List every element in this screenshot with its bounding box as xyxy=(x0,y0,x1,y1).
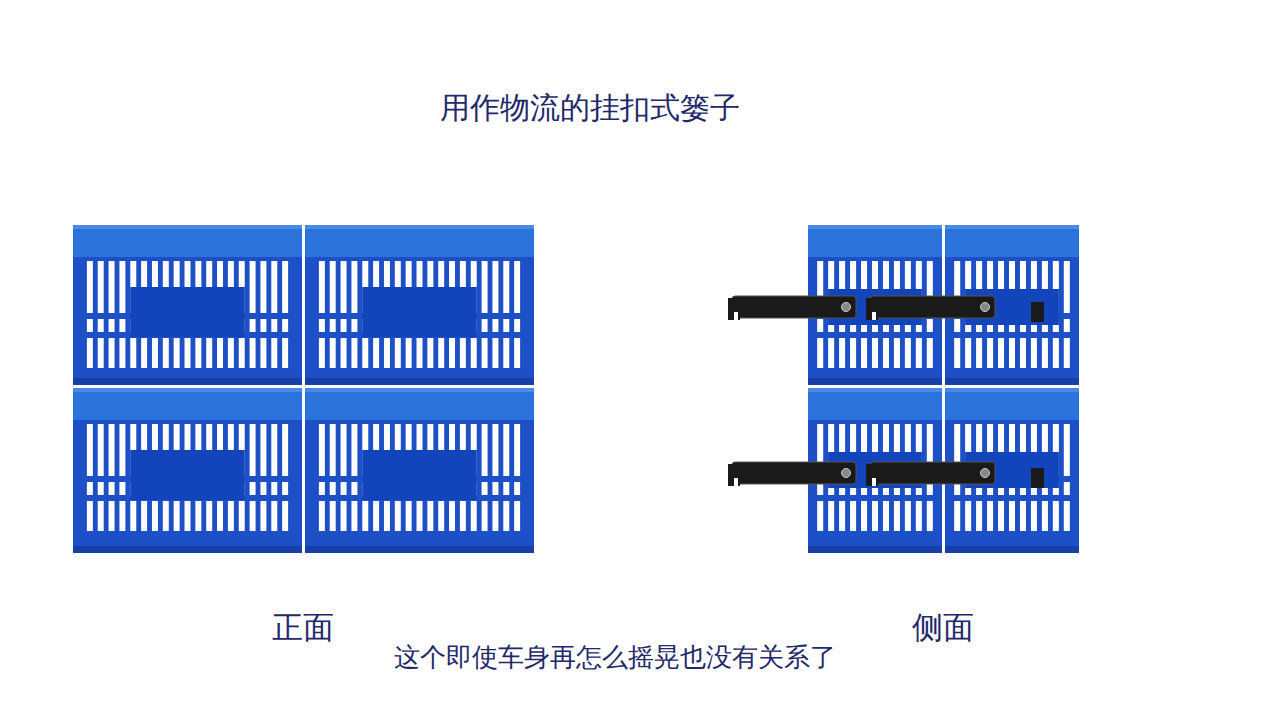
view-label: 正面 xyxy=(272,609,334,646)
view-label: 侧面 xyxy=(912,609,974,646)
latch-catch xyxy=(1031,302,1044,322)
title: 用作物流的挂扣式篓子 xyxy=(440,90,740,126)
crate xyxy=(73,225,302,385)
caption: 这个即使车身再怎么摇晃也没有关系了 xyxy=(394,642,836,673)
latch-bar xyxy=(866,462,995,486)
crate xyxy=(305,388,534,553)
crate xyxy=(73,388,302,553)
latch-bar xyxy=(728,296,856,320)
latch-bar xyxy=(728,462,856,486)
crate xyxy=(305,225,534,385)
latch-bar xyxy=(866,296,995,320)
latch-catch xyxy=(1031,468,1044,488)
